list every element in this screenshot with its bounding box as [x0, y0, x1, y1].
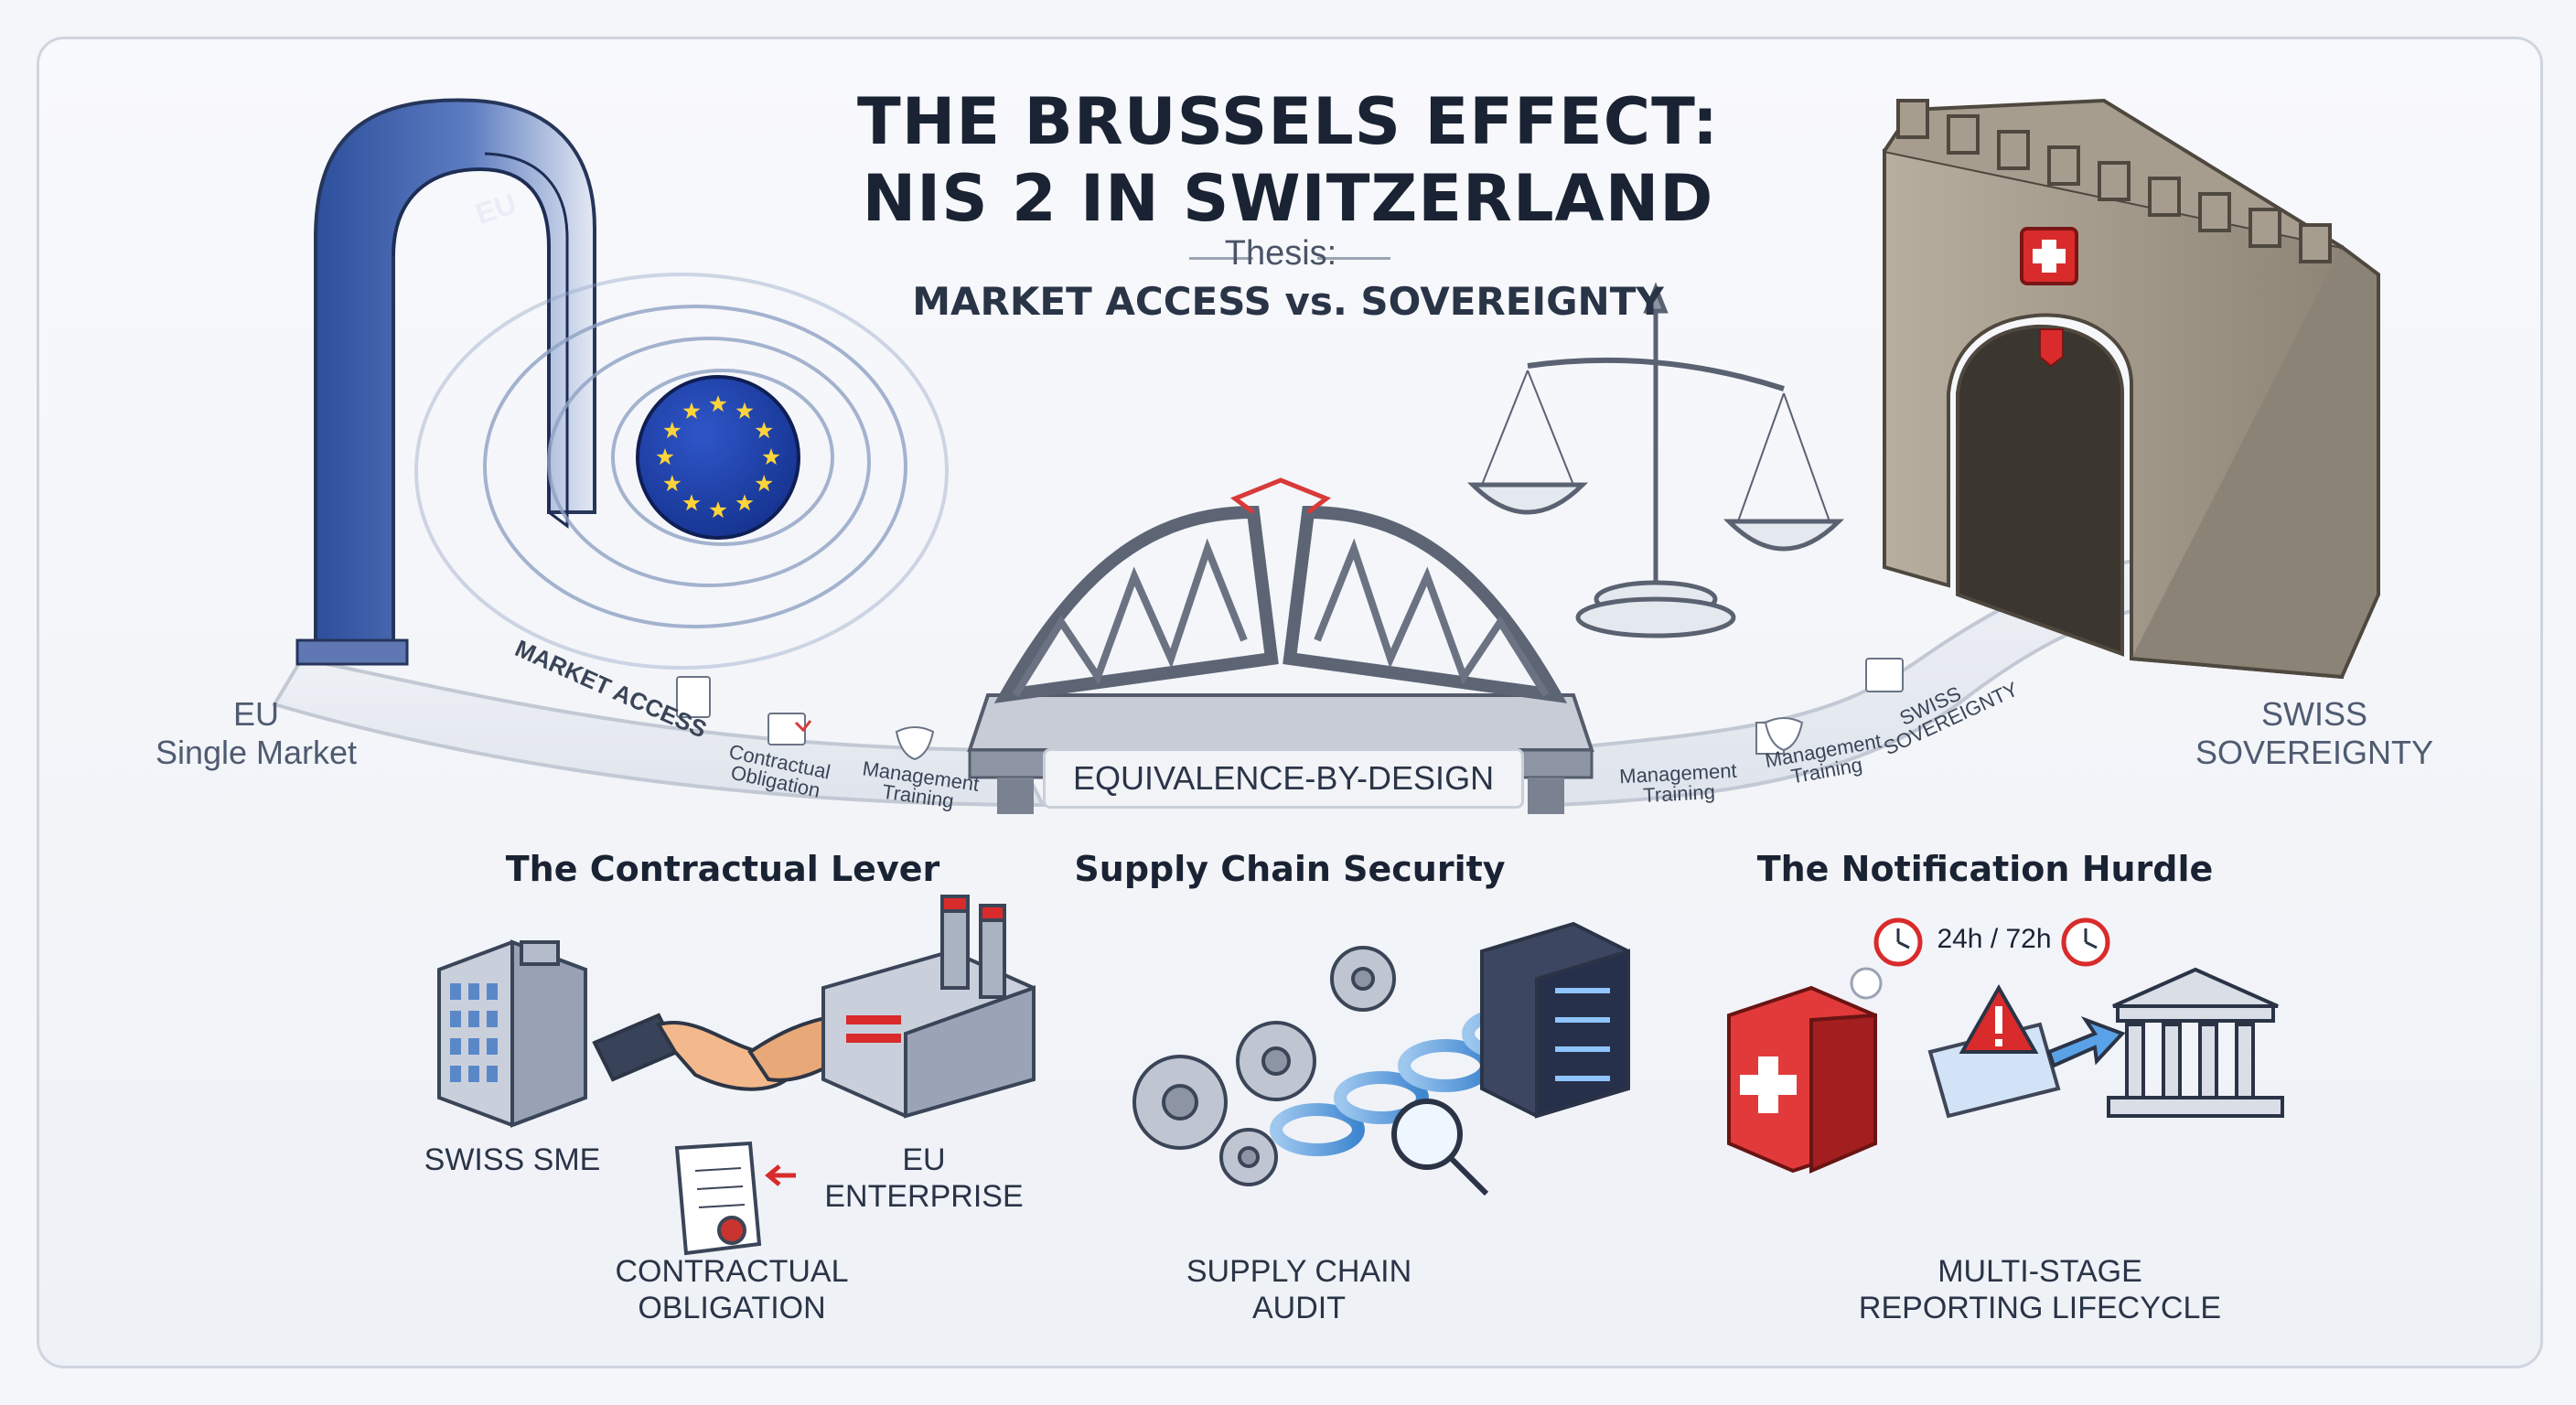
swiss-fortress [1883, 98, 2380, 680]
swiss-label-line-2: SOVEREIGNTY [2195, 734, 2434, 771]
thesis-text: MARKET ACCESS vs. SOVEREIGNTY [912, 279, 1664, 324]
eu-star [663, 422, 682, 439]
office-building-icon [437, 939, 587, 1128]
server-icon [1480, 921, 1630, 1119]
eu-star [755, 475, 773, 492]
office-window [450, 983, 461, 1000]
eu-label-line-1: EU [232, 695, 279, 733]
scale-icon [1466, 282, 1845, 638]
eu-label-line-2: Single Market [155, 734, 358, 771]
gear-icon [1132, 946, 1396, 1186]
eu-star [735, 402, 754, 419]
caption-2-line-1: SUPPLY CHAIN [1186, 1254, 1412, 1289]
office-window [450, 1011, 461, 1027]
caption-2-line-2: AUDIT [1252, 1291, 1346, 1325]
eu-enterprise-label: EU ENTERPRISE [824, 1142, 1024, 1214]
section-title-contractual-lever: The Contractual Lever [505, 849, 940, 889]
swiss-server-icon [1727, 985, 1877, 1174]
fortress-crenel [2148, 177, 2181, 217]
eu-star [735, 494, 754, 511]
eu-star [755, 422, 773, 439]
alarm-clock-icon [1850, 917, 2110, 1000]
caption-1-line-2: OBLIGATION [638, 1291, 826, 1325]
fortress-crenel [2299, 223, 2332, 263]
office-window [468, 1011, 479, 1027]
title-line-1: THE BRUSSELS EFFECT: [856, 84, 1720, 159]
contractual-obligation-caption: CONTRACTUAL OBLIGATION [576, 1253, 887, 1326]
thesis-divider-left [1189, 257, 1253, 260]
eu-star [682, 402, 701, 419]
warning-icon [1927, 983, 2126, 1119]
swiss-sme-label: SWISS SME [424, 1142, 601, 1177]
magnifier-icon [1391, 1099, 1489, 1196]
fortress-crenel [1947, 114, 1980, 155]
eu-star [656, 448, 674, 466]
eu-star [663, 475, 682, 492]
road-left [271, 656, 1046, 808]
server-led [1555, 988, 1610, 993]
office-window [450, 1066, 461, 1082]
fortress-crenel [2198, 192, 2231, 232]
eu-star [762, 448, 780, 466]
thesis-label: Thesis: [1224, 234, 1337, 273]
eu-single-market-label: EU Single Market [137, 695, 375, 772]
caption-3-line-1: MULTI-STAGE [1937, 1254, 2142, 1289]
fortress-crenel [1896, 99, 1929, 139]
timer-label: 24h / 72h [1937, 924, 2052, 954]
title-line-2: NIS 2 IN SWITZERLAND [862, 161, 1714, 236]
government-building-icon [2107, 967, 2284, 1118]
thesis-divider-right [1317, 257, 1390, 260]
fortress-crenel [2249, 208, 2281, 248]
caption-3-line-2: REPORTING LIFECYCLE [1858, 1291, 2222, 1325]
office-window [468, 1038, 479, 1055]
scroll-icon [674, 1141, 796, 1256]
office-window [468, 983, 479, 1000]
swiss-sovereignty-label: SWISS SOVEREIGNTY [2195, 695, 2433, 772]
server-led [1555, 1017, 1610, 1023]
office-window [450, 1038, 461, 1055]
office-window [468, 1066, 479, 1082]
road-icons [676, 658, 1904, 761]
office-window [487, 1066, 498, 1082]
eu-arch [295, 98, 596, 666]
office-window [487, 1011, 498, 1027]
reporting-lifecycle-caption: MULTI-STAGE REPORTING LIFECYCLE [1848, 1253, 2232, 1326]
fortress-crenel [1997, 130, 2030, 170]
eu-star [709, 501, 727, 519]
swiss-label-line-1: SWISS [2260, 695, 2367, 733]
supply-chain-audit-caption: SUPPLY CHAIN AUDIT [1143, 1253, 1454, 1326]
office-window [487, 983, 498, 1000]
road-item-training-right-1: Management Training [1618, 758, 1738, 808]
eu-star [682, 494, 701, 511]
office-window [487, 1038, 498, 1055]
fortress-crenel [2098, 161, 2131, 201]
factory-icon [821, 895, 1036, 1119]
equivalence-by-design-label: EQUIVALENCE-BY-DESIGN [1043, 748, 1524, 809]
eu-flag-icon [636, 375, 800, 540]
section-title-notification: The Notification Hurdle [1756, 849, 2214, 889]
caption-1-line-1: CONTRACTUAL [615, 1254, 849, 1289]
fortress-crenel [2047, 145, 2080, 186]
section-title-supply-chain: Supply Chain Security [1074, 849, 1506, 889]
signal-rings [414, 273, 949, 670]
server-led [1555, 1046, 1610, 1052]
server-led [1555, 1076, 1610, 1081]
eu-star [709, 395, 727, 413]
